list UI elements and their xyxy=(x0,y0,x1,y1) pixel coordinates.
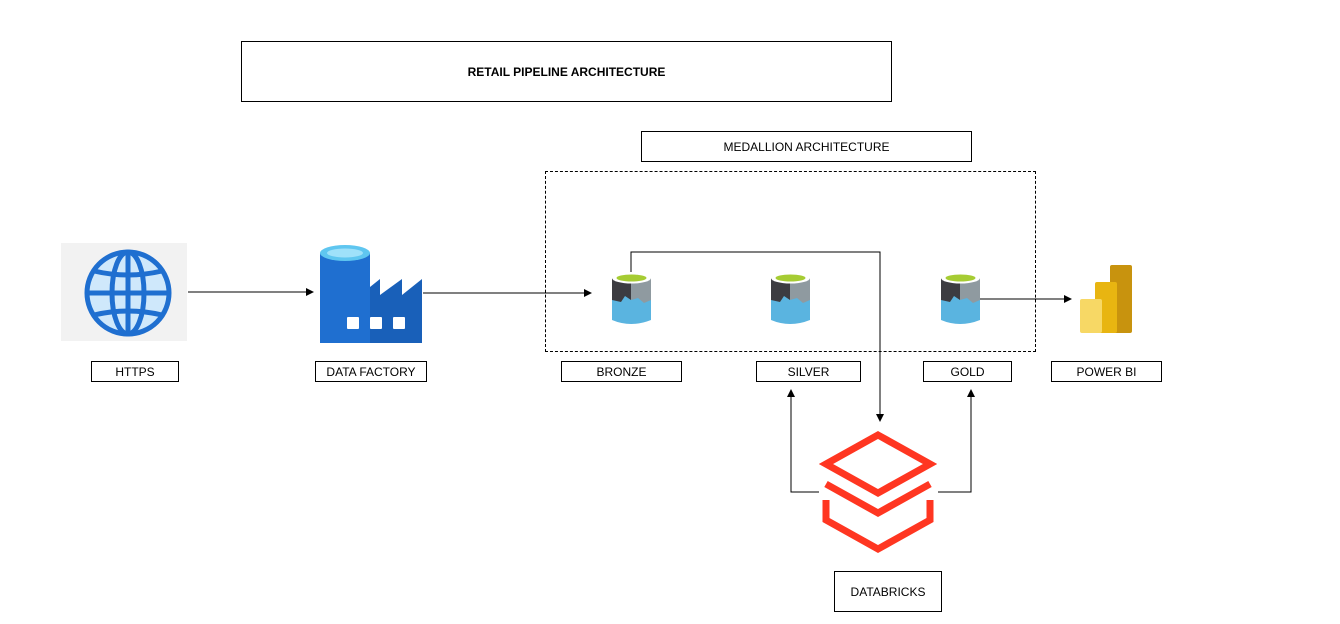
data-factory-label: DATA FACTORY xyxy=(315,361,427,382)
azure-data-factory-icon xyxy=(320,245,422,343)
medallion-label: MEDALLION ARCHITECTURE xyxy=(641,131,972,162)
globe-icon xyxy=(61,243,187,341)
power-bi-label: POWER BI xyxy=(1051,361,1162,382)
power-bi-icon xyxy=(1080,265,1132,333)
medallion-label-text: MEDALLION ARCHITECTURE xyxy=(723,139,890,154)
gold-storage-icon xyxy=(941,272,980,324)
bronze-label: BRONZE xyxy=(561,361,682,382)
arrow-databricks-to-silver xyxy=(787,389,819,493)
https-label: HTTPS xyxy=(91,361,179,382)
https-label-text: HTTPS xyxy=(115,364,155,379)
gold-label-text: GOLD xyxy=(950,364,985,379)
gold-label: GOLD xyxy=(923,361,1012,382)
data-factory-label-text: DATA FACTORY xyxy=(326,364,416,379)
medallion-group-boundary xyxy=(545,171,1036,352)
arrow-databricks-to-gold xyxy=(938,389,975,493)
silver-label: SILVER xyxy=(756,361,861,382)
diagram-title: RETAIL PIPELINE ARCHITECTURE xyxy=(241,41,892,102)
diagram-title-text: RETAIL PIPELINE ARCHITECTURE xyxy=(467,64,666,79)
bronze-label-text: BRONZE xyxy=(596,364,647,379)
databricks-label: DATABRICKS xyxy=(834,571,942,612)
databricks-icon xyxy=(819,430,937,554)
silver-label-text: SILVER xyxy=(787,364,830,379)
bronze-storage-icon xyxy=(612,272,651,324)
silver-storage-icon xyxy=(771,272,810,324)
power-bi-label-text: POWER BI xyxy=(1076,364,1137,379)
arrow-bronze-to-databricks xyxy=(630,251,884,422)
databricks-label-text: DATABRICKS xyxy=(850,584,926,599)
